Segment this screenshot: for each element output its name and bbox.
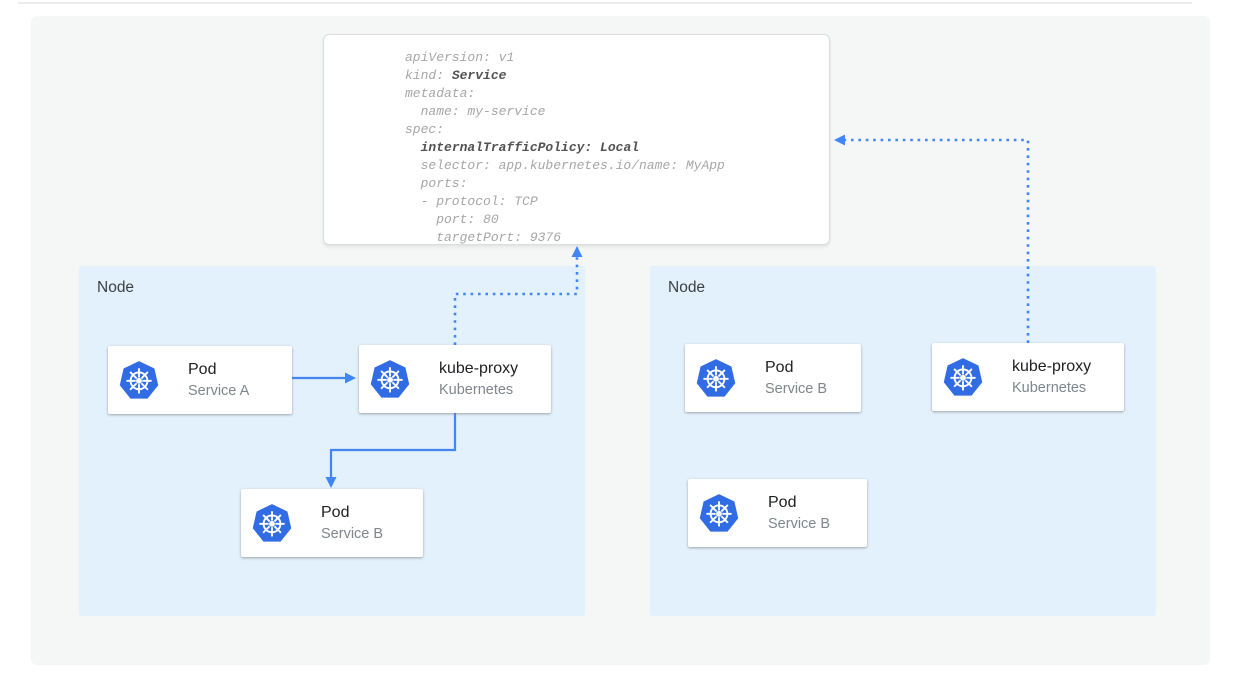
kube-proxy-right-card: kube-proxy Kubernetes bbox=[932, 343, 1124, 411]
yaml-line: internalTrafficPolicy: Local bbox=[420, 140, 640, 155]
card-title: kube-proxy bbox=[439, 359, 519, 377]
yaml-line: spec: bbox=[405, 122, 445, 137]
pod-service-a-card: Pod Service A bbox=[108, 346, 292, 414]
yaml-line: targetPort: 9376 bbox=[405, 230, 562, 245]
yaml-line: ports: bbox=[405, 176, 468, 191]
kubernetes-icon bbox=[698, 492, 740, 534]
pod-service-b-right-card-1: Pod Service B bbox=[685, 344, 861, 412]
node-right: Node Pod Service B Pod Service B kube-pr… bbox=[650, 266, 1156, 616]
card-subtitle: Kubernetes bbox=[1012, 379, 1087, 396]
pod-service-b-right-card-2: Pod Service B bbox=[688, 479, 867, 547]
service-yaml-code: apiVersion: v1 kind: Service metadata: nam… bbox=[405, 49, 829, 247]
card-subtitle: Service A bbox=[188, 382, 250, 399]
card-title: kube-proxy bbox=[1012, 357, 1092, 375]
yaml-line: apiVersion: v1 bbox=[405, 50, 515, 65]
card-subtitle: Service B bbox=[321, 525, 384, 542]
kubernetes-icon bbox=[251, 502, 293, 544]
card-subtitle: Service B bbox=[765, 380, 828, 397]
yaml-line: kind: Service bbox=[405, 68, 507, 83]
yaml-line: selector: app.kubernetes.io/name: MyApp bbox=[405, 158, 725, 173]
kubernetes-icon bbox=[695, 357, 737, 399]
yaml-line: metadata: bbox=[405, 86, 476, 101]
kubernetes-icon bbox=[942, 356, 984, 398]
node-right-label: Node bbox=[668, 279, 706, 296]
card-subtitle: Service B bbox=[768, 515, 831, 532]
yaml-line: name: my-service bbox=[405, 104, 546, 119]
card-title: Pod bbox=[765, 358, 794, 376]
card-subtitle: Kubernetes bbox=[439, 381, 514, 398]
node-left-label: Node bbox=[97, 279, 135, 296]
kubernetes-icon bbox=[369, 358, 411, 400]
node-left: Node Pod Service A kube-proxy Kubernetes… bbox=[79, 266, 585, 616]
card-title: Pod bbox=[321, 503, 350, 521]
yaml-line: - protocol: TCP bbox=[405, 194, 538, 209]
service-yaml-card: apiVersion: v1 kind: Service metadata: nam… bbox=[323, 34, 830, 245]
card-title: Pod bbox=[768, 493, 797, 511]
kube-proxy-left-card: kube-proxy Kubernetes bbox=[359, 345, 551, 413]
yaml-line: port: 80 bbox=[405, 212, 499, 227]
card-title: Pod bbox=[188, 360, 217, 378]
kubernetes-icon bbox=[118, 359, 160, 401]
diagram-canvas: apiVersion: v1 kind: Service metadata: nam… bbox=[31, 16, 1210, 665]
pod-service-b-left-card: Pod Service B bbox=[241, 489, 423, 557]
top-divider bbox=[18, 2, 1192, 4]
